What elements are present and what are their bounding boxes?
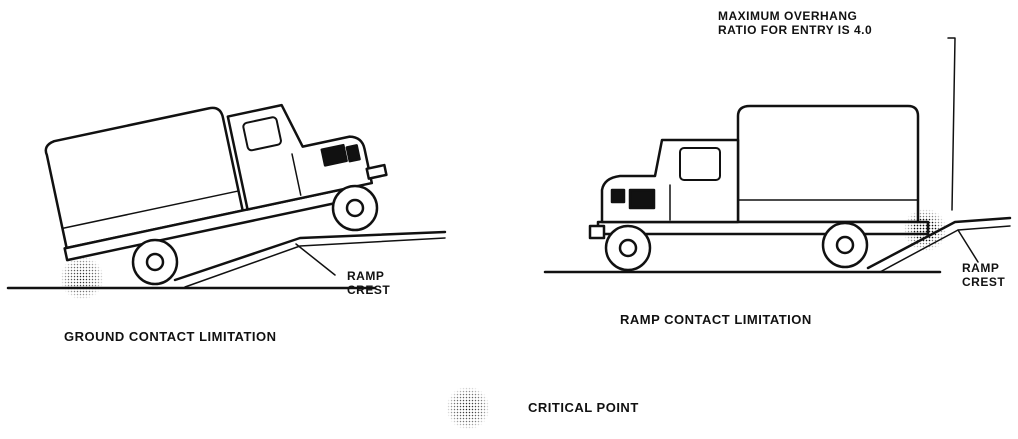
left-front-wheel xyxy=(333,186,377,230)
legend-critical-point-swatch xyxy=(444,384,492,432)
left-caption: GROUND CONTACT LIMITATION xyxy=(64,330,277,345)
left-truck xyxy=(42,75,390,260)
overhang-note: MAXIMUM OVERHANG RATIO FOR ENTRY IS 4.0 xyxy=(718,10,872,38)
left-rear-wheel xyxy=(133,240,177,284)
right-critical-point xyxy=(901,206,949,254)
right-front-wheel xyxy=(606,226,650,270)
right-rear-wheel xyxy=(823,223,867,267)
right-ramp-crest-label: RAMP CREST xyxy=(962,262,1005,290)
left-critical-point xyxy=(60,256,104,300)
left-ramp-crest-leader xyxy=(296,244,335,275)
overhang-leader xyxy=(948,38,955,210)
right-truck xyxy=(590,106,928,238)
right-caption: RAMP CONTACT LIMITATION xyxy=(620,313,812,328)
legend-label: CRITICAL POINT xyxy=(528,401,639,416)
left-ramp-crest-label: RAMP CREST xyxy=(347,270,390,298)
right-ramp-crest-leader xyxy=(958,230,978,262)
left-ground-contact-scene xyxy=(8,75,445,288)
